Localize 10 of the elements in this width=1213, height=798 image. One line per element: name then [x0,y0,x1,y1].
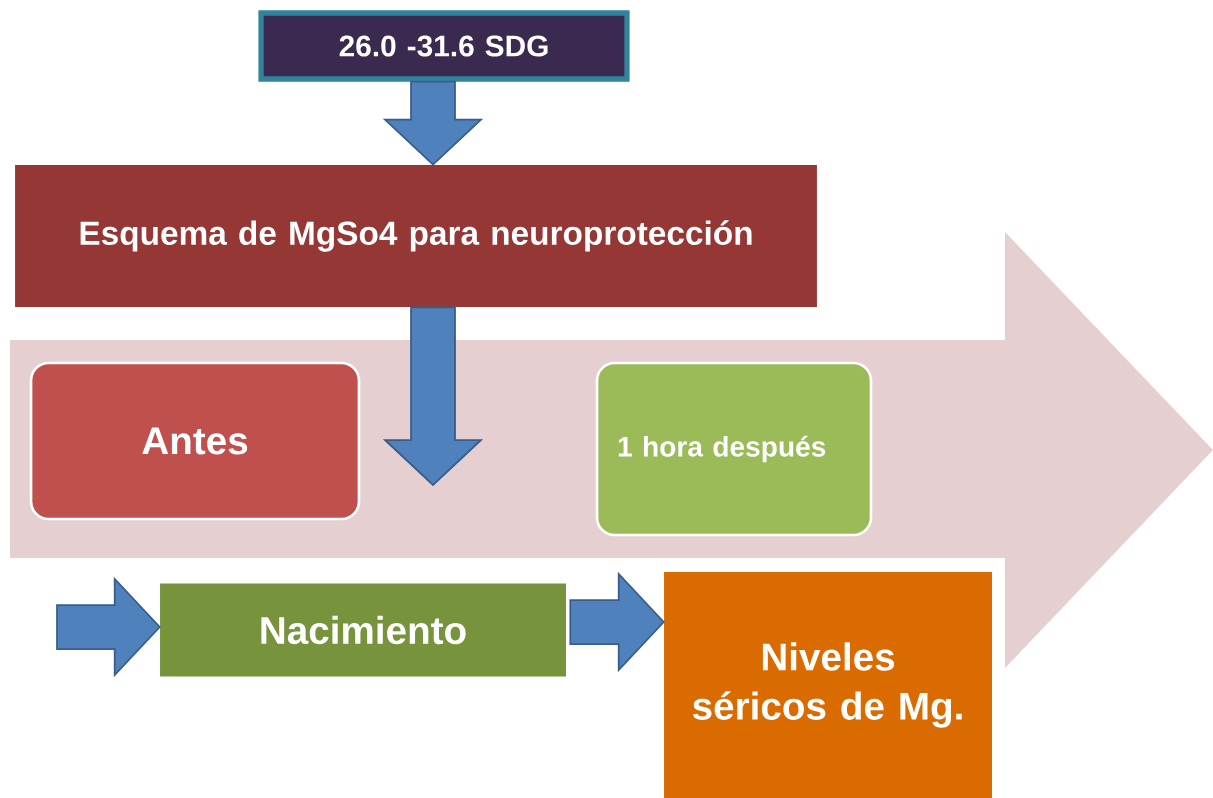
process-box: Niveles séricos de Mg. [664,572,992,798]
label-box: 26.0 -31.6 SDG [258,10,630,82]
block-arrow [569,571,665,673]
rounded-box: Antes [29,361,361,521]
process-box: Nacimiento [160,583,566,677]
rounded-box: 1 hora después [595,361,873,537]
block-arrow [382,306,484,487]
block-arrow [56,576,161,678]
process-box: Esquema de MgSo4 para neuroprotección [15,165,817,307]
block-arrow [382,80,484,166]
